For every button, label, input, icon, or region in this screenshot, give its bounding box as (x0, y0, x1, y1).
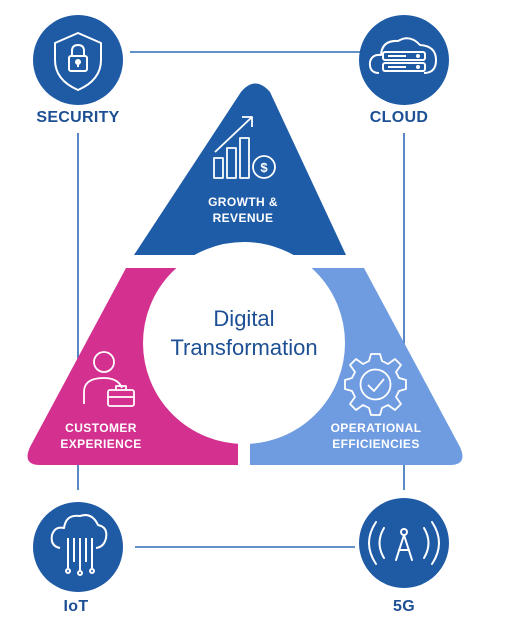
center-circle (143, 242, 345, 444)
operational-label-line2: EFFICIENCIES (332, 437, 419, 451)
customer-label-line2: EXPERIENCE (60, 437, 141, 451)
cloud-server-icon (368, 37, 437, 74)
svg-text:$: $ (260, 160, 268, 175)
center-title-line1: Digital (213, 306, 274, 331)
operational-label-line1: OPERATIONAL (331, 421, 422, 435)
customer-label-line1: CUSTOMER (65, 421, 137, 435)
growth-label-line2: REVENUE (213, 211, 274, 225)
shield-lock-icon (54, 32, 102, 91)
cloud-circuit-icon (50, 514, 108, 576)
growth-chart-icon: $ (213, 116, 276, 179)
iot-label: IoT (64, 598, 89, 615)
security-node: SECURITY (33, 15, 123, 126)
growth-label-line1: GROWTH & (208, 195, 278, 209)
cloud-label: CLOUD (370, 109, 428, 126)
antenna-signal-icon (368, 521, 440, 565)
center-title-line2: Transformation (170, 335, 317, 360)
iot-node: IoT (33, 502, 123, 615)
fiveg-node: 5G (359, 498, 449, 615)
fiveg-label: 5G (393, 598, 415, 615)
gear-check-icon (344, 353, 407, 416)
fiveg-icon-circle (359, 498, 449, 588)
iot-icon-circle (33, 502, 123, 592)
cloud-node: CLOUD (359, 15, 449, 126)
person-briefcase-icon (83, 351, 135, 407)
security-label: SECURITY (36, 109, 119, 126)
